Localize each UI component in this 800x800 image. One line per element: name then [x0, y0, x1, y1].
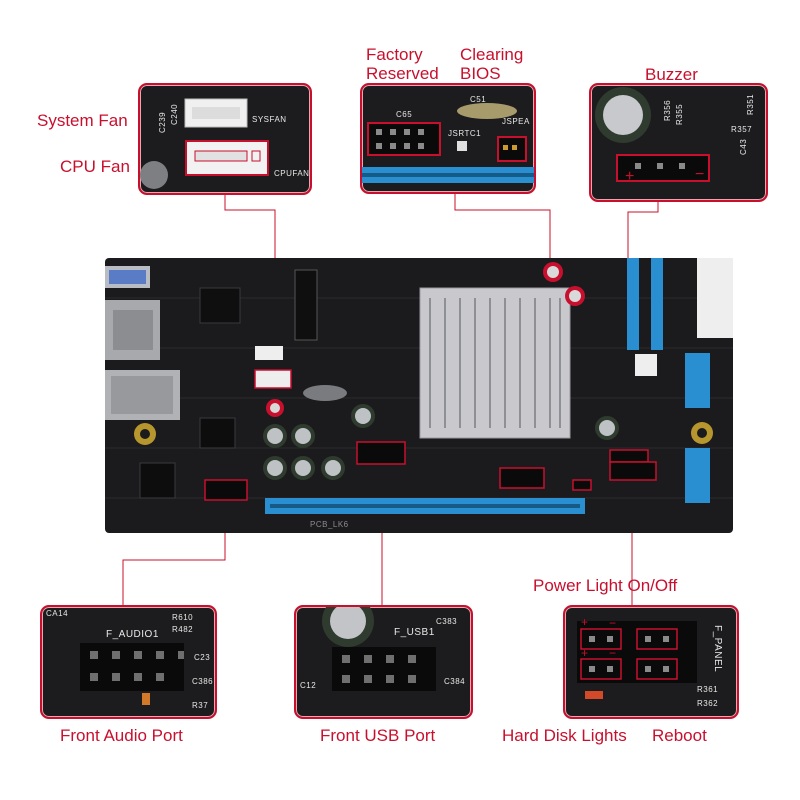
panel-fans: C239 C240 SYSFAN CPUFAN [138, 83, 312, 195]
silk-c239: C239 [158, 111, 167, 133]
crystal [303, 385, 347, 401]
board-panel [609, 461, 657, 481]
svg-text:−: − [609, 616, 616, 630]
audio-chip [199, 417, 236, 449]
silk-r357: R357 [731, 125, 753, 134]
resistor-led [585, 691, 603, 699]
power-light-pins [580, 628, 622, 650]
silk-jspea: JSPEA [502, 117, 530, 126]
silk-r351: R351 [746, 93, 755, 115]
panel-front-panel: + − + − F_PANEL R361 R362 [563, 605, 739, 719]
io-chip [199, 287, 241, 324]
silk-c43: C43 [739, 138, 748, 155]
silk-r610: R610 [172, 613, 194, 622]
svg-text:−: − [609, 646, 616, 660]
silk-ca14: CA14 [46, 609, 69, 618]
silk-c65: C65 [396, 110, 413, 119]
crystal [457, 103, 517, 119]
board-buzzer [609, 449, 649, 463]
silk-cpufan: CPUFAN [274, 169, 310, 178]
board-cpufan [254, 369, 292, 389]
silk-f-audio1: F_AUDIO1 [106, 629, 159, 640]
board-sysfan [255, 346, 283, 360]
board-factory [499, 467, 545, 489]
silk-c51: C51 [470, 95, 487, 104]
bios-jumper [497, 136, 527, 162]
label-factory-1: Factory [366, 45, 423, 64]
label-front-audio: Front Audio Port [60, 726, 183, 745]
svg-text:+: + [581, 646, 588, 660]
silk-c12: C12 [300, 681, 317, 690]
factory-header [367, 122, 441, 156]
pcb-mark: PCB_LK6 [310, 520, 349, 529]
panel-front-usb: F_USB1 C383 C12 C384 [294, 605, 473, 719]
panel-buzzer: + − R356 R355 R357 R351 C43 [589, 83, 768, 202]
pcie-slot-1 [627, 258, 639, 350]
label-reboot: Reboot [652, 726, 707, 745]
capacitor-group [263, 262, 619, 480]
bios-socket [294, 269, 318, 341]
super-io-chip [139, 462, 176, 499]
silk-r362: R362 [697, 699, 719, 708]
silk-r355: R355 [675, 103, 684, 125]
label-system-fan: System Fan [37, 111, 128, 130]
motherboard: PCB_LK6 [105, 258, 733, 533]
silk-r356: R356 [663, 99, 672, 121]
jsrtc-pad [457, 141, 467, 151]
audio-header [80, 643, 184, 691]
label-front-usb: Front USB Port [320, 726, 436, 745]
silk-c383: C383 [436, 617, 458, 626]
atx-power [697, 258, 733, 338]
panel-front-audio: CA14 F_AUDIO1 R610 R482 C23 C386 R37 [40, 605, 217, 719]
label-clearing-1: Clearing [460, 45, 524, 64]
heatsink [419, 287, 571, 439]
silk-r361: R361 [697, 685, 719, 694]
label-factory-2: Reserved [366, 64, 439, 83]
silk-c23: C23 [194, 653, 211, 662]
board-bios-jumper [572, 479, 592, 491]
label-clearing-2: BIOS [460, 64, 501, 83]
svg-text:+: + [625, 168, 634, 185]
svg-text:+: + [581, 615, 588, 629]
crystal [140, 161, 168, 189]
hdd-led-pins [580, 658, 622, 680]
label-buzzer: Buzzer [645, 65, 698, 84]
sata-port-1 [685, 353, 710, 408]
motherboard-art [105, 258, 733, 514]
pcie-slot-2 [651, 258, 663, 350]
board-front-audio [204, 479, 248, 501]
board-front-usb [356, 441, 406, 465]
silk-f-usb1: F_USB1 [394, 627, 435, 638]
svg-text:−: − [695, 166, 704, 183]
reboot-pins [636, 658, 678, 680]
panel-factory-bios: C65 C51 JSRTC1 JSPEA [360, 83, 536, 194]
silk-r482: R482 [172, 625, 194, 634]
label-cpu-fan: CPU Fan [60, 157, 130, 176]
silk-c386: C386 [192, 677, 214, 686]
silk-f-panel: F_PANEL [712, 625, 723, 673]
label-power-light: Power Light On/Off [533, 576, 678, 595]
silk-c384: C384 [444, 677, 466, 686]
power-switch-pins [636, 628, 678, 650]
usb-header [332, 647, 436, 691]
silk-jsrtc1: JSRTC1 [448, 129, 482, 138]
silk-r37: R37 [192, 701, 209, 710]
sata-port-2 [685, 448, 710, 503]
silk-sysfan: SYSFAN [252, 115, 287, 124]
buzzer-header [616, 154, 710, 182]
silk-c240: C240 [170, 103, 179, 125]
label-hard-disk-lights: Hard Disk Lights [502, 726, 627, 745]
